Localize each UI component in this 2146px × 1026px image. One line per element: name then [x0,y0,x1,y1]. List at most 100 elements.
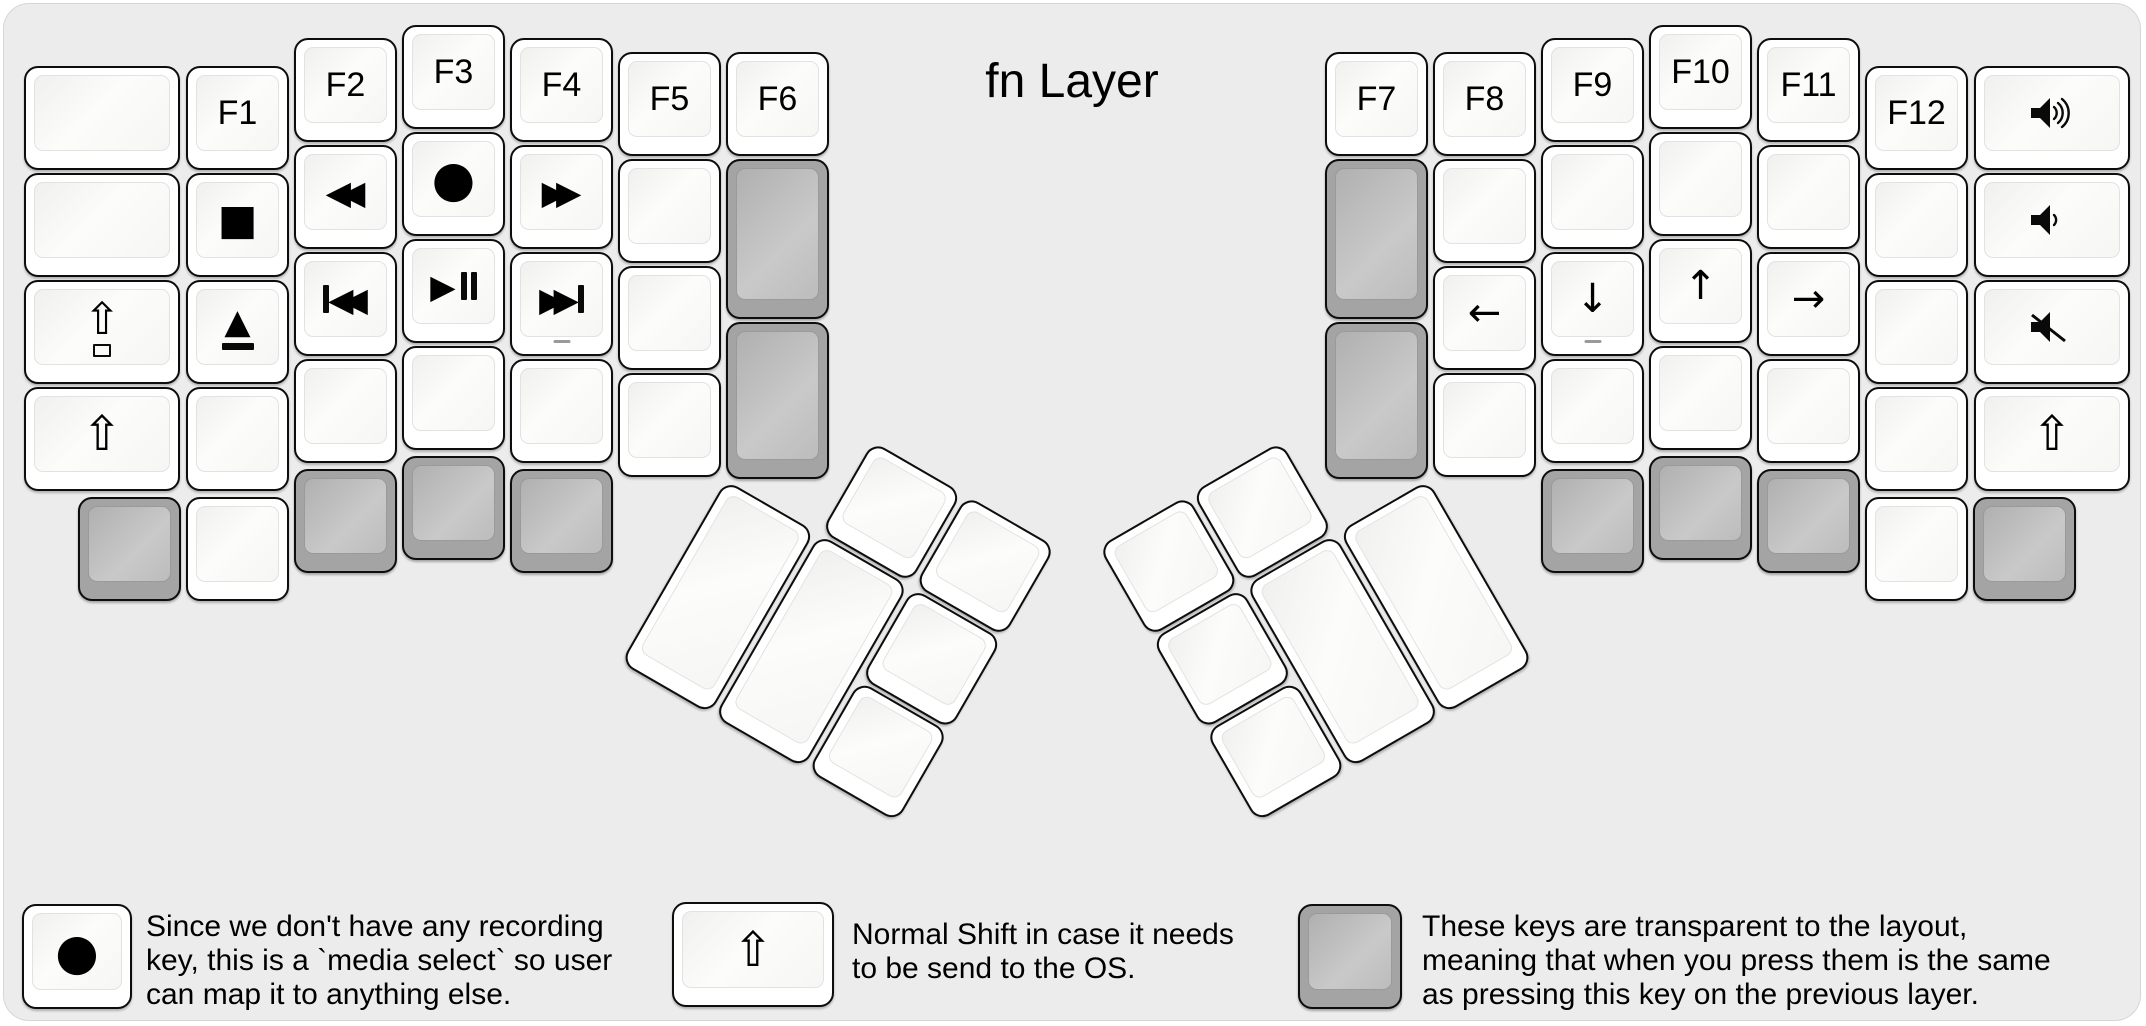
key-record-media-select: ● [402,132,505,236]
key-blank [1649,346,1752,450]
vol_up-icon [2031,97,2070,129]
legend-text-line: Normal Shift in case it needs [852,918,1234,951]
keycap-top: F10 [1659,34,1742,110]
keycap-top [736,168,819,300]
keycap-top [1767,478,1850,554]
left-arrow-icon: ← [1467,290,1502,336]
key-blank [1865,387,1968,491]
key-blank [294,359,397,463]
key-f4: F4 [510,38,613,142]
key-label: F3 [433,52,474,91]
key-label: F4 [541,65,582,104]
eject-icon: ▲ [221,305,254,350]
key-label: F10 [1671,52,1730,91]
key-arrow-left: ← [1433,266,1536,370]
key-blank [186,387,289,491]
key-blank [1865,173,1968,277]
key-blank [618,266,721,370]
triangle-glyph: ◀ [328,279,354,319]
keycap-top [1443,168,1526,244]
keycap-top: ⇧ [34,289,170,365]
keycap-top [1551,368,1634,444]
keycap-top: ◀◀ [304,154,387,230]
triangle-glyph: ◀ [340,172,366,212]
key-transparent [726,159,829,319]
key-blank [1433,373,1536,477]
key-f2: F2 [294,38,397,142]
keycap-top [34,182,170,258]
key-blank [1649,132,1752,236]
legend-text-line: can map it to anything else. [146,978,512,1011]
key-blank [1541,359,1644,463]
keycap-top [520,478,603,554]
next-track-icon: ▶▶ [539,283,584,316]
play-pause-icon: ▶ [430,270,477,303]
fast-forward-icon: ▶▶ [542,176,582,209]
layer-title: fn Layer [985,55,1159,108]
keycap-top: ▶▶ [520,261,603,337]
key-transparent [294,469,397,573]
key-blank [618,373,721,477]
eject-bar [221,342,254,350]
triangle-glyph: ▶ [553,279,579,319]
keyboard-diagram-board: fn Layer ●Since we don't have any record… [3,3,2141,1021]
key-label: F7 [1356,79,1397,118]
key-transparent [1757,469,1860,573]
shift-icon: ⇧ [2031,406,2073,462]
keycap-top [34,75,170,151]
keycap-top [736,331,819,460]
key-f11: F11 [1757,38,1860,142]
key-blank [24,66,180,170]
key-label: F6 [757,79,798,118]
shift-icon: ⇧ [81,406,123,462]
key-blank [1865,497,1968,601]
key-arrow-right: → [1757,252,1860,356]
keycap-top [1875,182,1958,258]
key-transparent [1325,322,1428,479]
keycap-top [196,396,279,472]
keycap-top [1984,182,2120,258]
key-record-example: ● [22,904,132,1009]
key-f5: F5 [618,52,721,156]
key-label: F9 [1572,65,1613,104]
triangle-glyph: ▶ [539,279,565,319]
key-f6: F6 [726,52,829,156]
bar-glyph [323,285,330,313]
key-next-track: ▶▶ [510,252,613,356]
key-transparent-example [1298,904,1402,1009]
keycap-top [628,168,711,244]
keycap-top [1659,465,1742,541]
keycap-top [932,508,1043,616]
keycap-top: F9 [1551,47,1634,123]
down-arrow-icon: ↓ [1575,276,1610,322]
key-transparent [1325,159,1428,319]
key-blank [1865,280,1968,384]
keycap-top: ⇧ [682,911,824,988]
keycap-top [1551,154,1634,230]
legend-text-line: to be send to the OS. [852,952,1136,985]
key-shift-left: ⇧ [24,387,180,491]
key-stop: ■ [186,173,289,277]
keycap-top: ← [1443,275,1526,351]
key-f7: F7 [1325,52,1428,156]
keycap-top: F3 [412,34,495,110]
key-volume-down [1974,173,2130,277]
keycap-top [1875,396,1958,472]
keycap-top: ↑ [1659,248,1742,324]
key-blank [510,359,613,463]
keycap-top [1111,508,1222,616]
key-shift-example: ⇧ [672,902,834,1007]
legend-text-line: key, this is a `media select` so user [146,944,613,977]
keycap-top [839,454,950,562]
keycap-top [304,478,387,554]
key-rewind: ◀◀ [294,145,397,249]
keycap-top [1767,368,1850,444]
keycap-top [1335,168,1418,300]
key-transparent [510,469,613,573]
keycap-top [1551,478,1634,554]
vol_down-icon [2031,205,2058,235]
previous-track-icon: ◀◀ [323,283,368,316]
key-label: F1 [217,93,258,132]
